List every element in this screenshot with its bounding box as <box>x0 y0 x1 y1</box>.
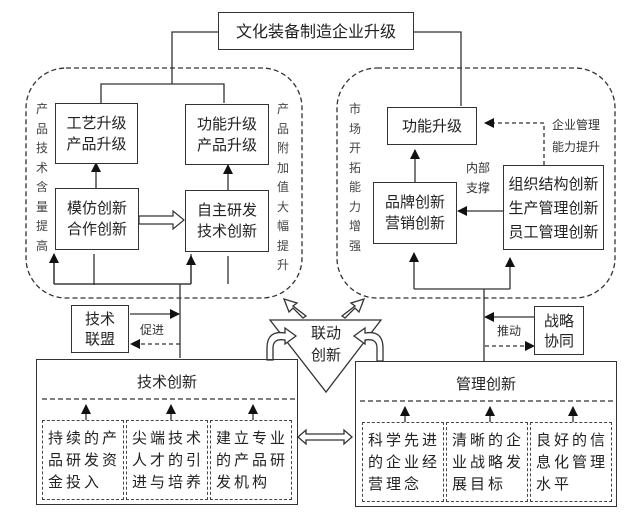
hollow-arrow-left-up <box>282 297 308 319</box>
mgmt-innovation-title: 管理创新 <box>455 375 516 393</box>
title-to-left-connector <box>100 31 225 103</box>
hollow-arrow-imitation-to-rd <box>139 210 185 230</box>
tech-item-3: 建立专业的产品研发机构 <box>210 420 292 500</box>
promote-label: 促进 <box>140 323 165 337</box>
imitation-innovation-box: 模仿创新合作创新 <box>55 188 139 250</box>
dashed-org-to-function <box>484 118 545 165</box>
box-line: 自主研发 <box>196 201 257 219</box>
box-line: 组织结构创新 <box>508 174 599 193</box>
box-line: 技术创新 <box>196 222 257 240</box>
linkage-triangle <box>268 319 383 394</box>
left-region-boundary <box>25 67 303 299</box>
label-line: 企业管理 <box>552 118 601 132</box>
tech-innovation-box <box>36 359 298 505</box>
box-line: 协同 <box>543 331 574 350</box>
label-line: 内部 <box>466 161 491 175</box>
title-text: 文化装备制造企业升级 <box>235 21 396 41</box>
tech-item-1: 持续的产品研发资金投入 <box>42 420 124 500</box>
curved-arrow-right <box>352 326 384 362</box>
function-upgrade-box-left: 功能升级产品升级 <box>185 104 269 165</box>
label-line: 能力提升 <box>552 140 601 154</box>
strategic-synergy-box: 战略协同 <box>534 306 584 355</box>
right-vertical-label: 产品附加值大幅提升 <box>276 102 289 272</box>
internal-support-label: 内部 支撑 <box>466 158 490 198</box>
mgmt-item-2: 清晰的企业战略发展目标 <box>446 422 528 502</box>
mgmt-innovation-box <box>355 361 617 507</box>
box-line: 产品升级 <box>196 135 257 154</box>
box-line: 技术 <box>84 310 115 328</box>
mgmt-capability-label: 企业管理 能力提升 <box>552 114 600 158</box>
drive-label: 推动 <box>497 324 522 338</box>
box-line: 产品升级 <box>66 134 127 153</box>
title-box: 文化装备制造企业升级 <box>218 12 414 50</box>
box-line: 合作创新 <box>66 220 127 238</box>
box-line: 营销创新 <box>384 214 445 232</box>
linkage-innovation-label: 联动 创新 <box>306 322 346 366</box>
right-region-boundary <box>336 67 616 299</box>
tech-item-2: 尖端技术人才的引进与培养 <box>126 420 208 500</box>
function-upgrade-box-right: 功能升级 <box>387 107 477 145</box>
brand-innovation-box: 品牌创新营销创新 <box>373 182 457 244</box>
box-line: 品牌创新 <box>384 193 445 211</box>
label-line: 创新 <box>310 346 341 364</box>
label-line: 联动 <box>310 324 341 342</box>
box-line: 工艺升级 <box>66 113 127 132</box>
hollow-arrow-right-up <box>340 297 366 319</box>
curved-arrow-left <box>266 326 298 361</box>
tech-alliance-box: 技术联盟 <box>71 305 129 353</box>
market-vertical-label: 市场开拓能力增强 <box>348 102 361 253</box>
box-line: 员工管理创新 <box>508 222 599 241</box>
label-line: 支撑 <box>466 181 491 195</box>
left-bottom-connector <box>53 254 229 285</box>
double-arrow-tech-mgmt <box>297 428 353 446</box>
tech-innovation-title: 技术创新 <box>136 373 197 391</box>
box-line: 模仿创新 <box>66 199 127 217</box>
box-line: 战略 <box>543 311 574 330</box>
independent-rd-box: 自主研发技术创新 <box>185 190 269 252</box>
left-vertical-label: 产品技术含量提高 <box>35 102 48 253</box>
box-line: 功能升级 <box>401 116 462 135</box>
mgmt-item-3: 良好的信息化管理水平 <box>530 422 612 502</box>
box-line: 生产管理创新 <box>508 198 599 217</box>
craft-upgrade-box: 工艺升级产品升级 <box>55 103 138 164</box>
title-to-right-connector <box>414 31 462 106</box>
organization-innovation-box: 组织结构创新生产管理创新员工管理创新 <box>503 165 604 250</box>
box-line: 功能升级 <box>196 114 257 133</box>
box-line: 联盟 <box>84 330 115 348</box>
mgmt-item-1: 科学先进的企业经营理念 <box>362 422 444 502</box>
